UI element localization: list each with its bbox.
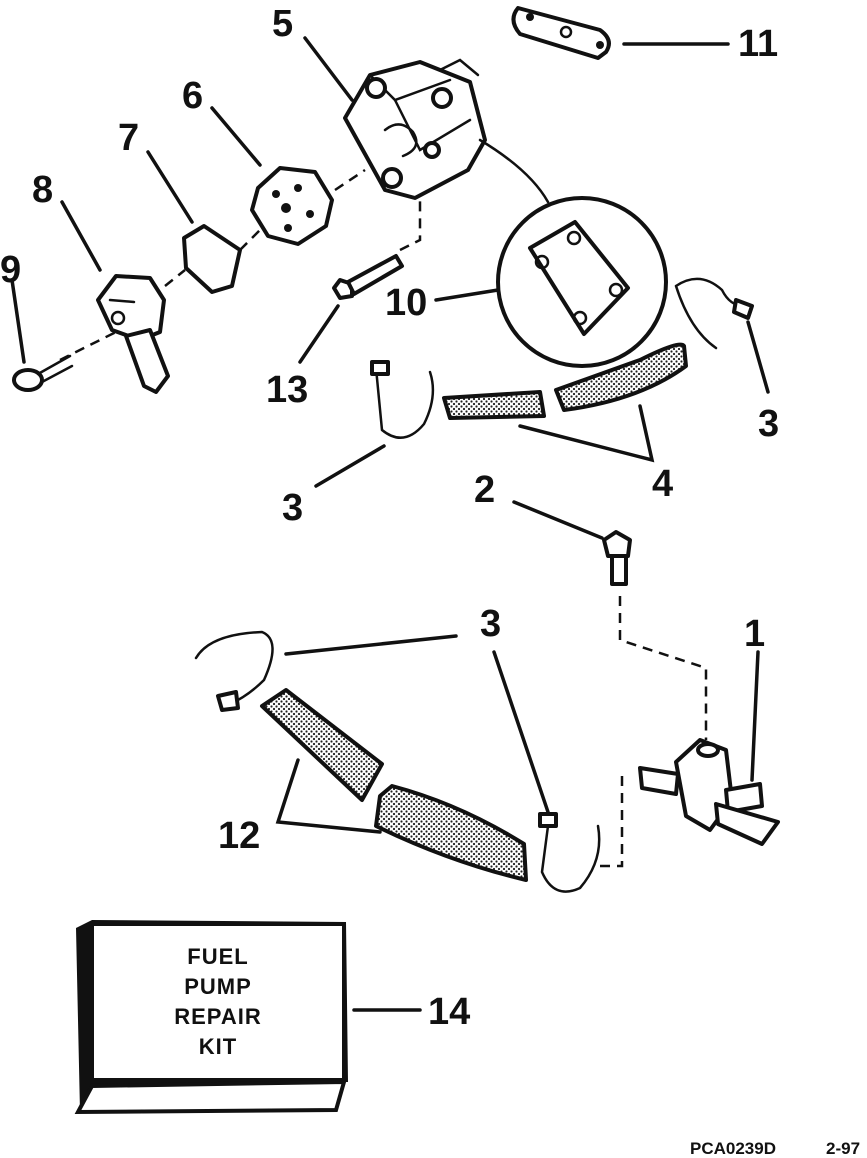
part-1-fuel-connector xyxy=(638,738,780,846)
leader-3-upper-right xyxy=(746,320,770,394)
leader-2 xyxy=(512,500,604,540)
callout-12: 12 xyxy=(218,815,260,857)
callout-3-upper-right: 3 xyxy=(758,403,779,445)
part-6-diaphragm xyxy=(250,166,334,246)
callout-3-lower: 3 xyxy=(480,603,501,645)
callout-10: 10 xyxy=(385,282,427,324)
part-8-cover xyxy=(96,274,170,394)
leader-13 xyxy=(298,304,340,364)
leader-8 xyxy=(60,200,102,272)
part-3-clamp-upper-right xyxy=(674,277,754,350)
leader-6 xyxy=(210,106,262,167)
assembly-line-screw-13 xyxy=(399,195,422,252)
callout-6: 6 xyxy=(182,75,203,117)
callout-2: 2 xyxy=(474,469,495,511)
part-14-repair-kit: FUEL PUMP REPAIR KIT xyxy=(74,920,348,1115)
hose-line-5-to-10 xyxy=(478,138,550,204)
part-7-valve-screen xyxy=(182,224,242,294)
callout-8: 8 xyxy=(32,169,53,211)
callout-7: 7 xyxy=(118,117,139,159)
part-5-fuel-pump-body xyxy=(343,58,487,200)
part-3-clamp-lower-right xyxy=(538,812,601,893)
leader-7 xyxy=(146,150,194,224)
kit-line-3: REPAIR xyxy=(174,1004,262,1029)
assembly-line-screw-2 xyxy=(618,596,708,740)
part-10-gasket xyxy=(496,196,668,368)
callout-5: 5 xyxy=(272,3,293,45)
leader-10 xyxy=(434,288,500,302)
part-3-clamp-upper-left xyxy=(370,360,435,439)
leader-1 xyxy=(750,650,760,782)
leader-12 xyxy=(275,758,382,834)
part-12-hoses xyxy=(260,688,528,882)
figure-date: 2-97 xyxy=(826,1139,860,1158)
leader-3-lower xyxy=(284,634,550,814)
kit-line-2: PUMP xyxy=(184,974,252,999)
leader-9 xyxy=(10,278,26,364)
kit-line-4: KIT xyxy=(199,1034,237,1059)
part-4-hoses xyxy=(442,342,688,420)
leader-4 xyxy=(518,404,655,463)
callout-1: 1 xyxy=(744,613,765,655)
callout-11: 11 xyxy=(738,23,778,65)
kit-line-1: FUEL xyxy=(187,944,248,969)
part-9-screw xyxy=(12,354,74,392)
assembly-line-connector xyxy=(600,776,624,868)
part-13-screw xyxy=(332,254,404,300)
part-3-clamp-lower-left xyxy=(194,630,274,712)
callout-9: 9 xyxy=(0,249,21,291)
leader-5 xyxy=(303,36,354,102)
part-2-screw xyxy=(602,530,632,586)
figure-code: PCA0239D xyxy=(690,1139,776,1158)
callout-3-upper-left: 3 xyxy=(282,487,303,529)
callout-4: 4 xyxy=(652,463,673,505)
part-11-bracket xyxy=(511,6,611,60)
callout-13: 13 xyxy=(266,369,308,411)
leader-3-upper-left xyxy=(314,444,386,488)
callout-14: 14 xyxy=(428,991,470,1033)
